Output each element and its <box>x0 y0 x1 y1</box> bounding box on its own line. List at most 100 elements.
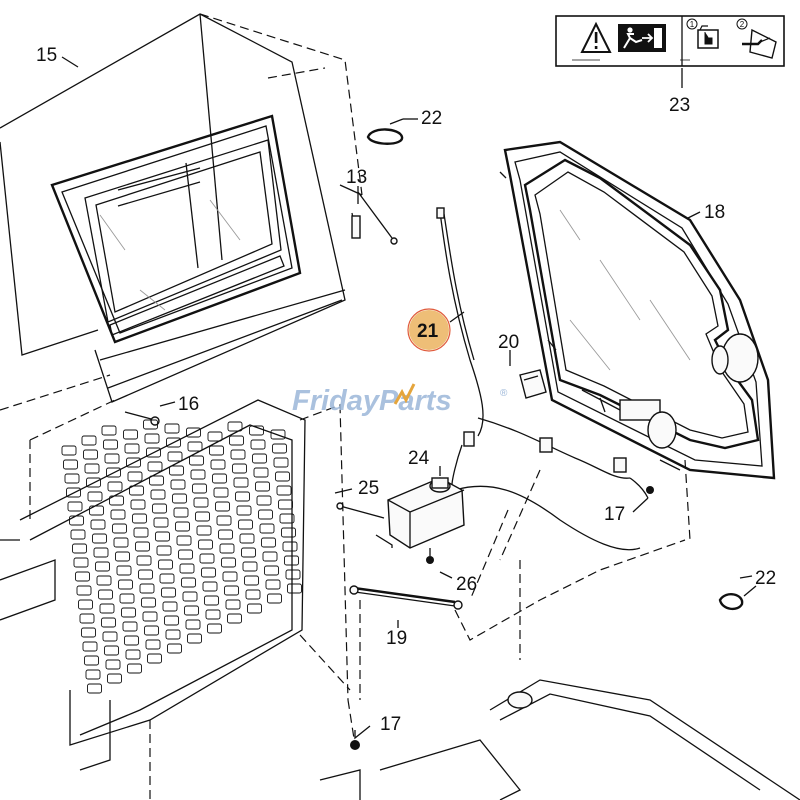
washer-reservoir-part[interactable] <box>375 477 465 549</box>
grille-cell <box>232 463 247 474</box>
grille-cell <box>124 635 139 646</box>
grille-cell <box>155 531 170 542</box>
grille-cell <box>78 599 93 610</box>
callout-18[interactable]: 18 <box>704 202 725 223</box>
grille-cell <box>123 429 138 440</box>
grille-cell <box>139 583 155 594</box>
grille-cell <box>122 621 138 632</box>
grille-cell <box>230 449 246 460</box>
window-push-icon <box>742 28 777 59</box>
grille-cell <box>218 529 233 540</box>
grille-cell <box>250 439 266 450</box>
callout-23[interactable]: 23 <box>669 95 690 116</box>
grille-cell <box>107 481 123 492</box>
callout-17-upper[interactable]: 17 <box>604 504 625 525</box>
clip-part-22-upper[interactable] <box>366 128 404 145</box>
nut-part-26[interactable] <box>426 548 434 564</box>
grille-cell <box>118 579 133 590</box>
callout-24[interactable]: 24 <box>408 448 430 469</box>
grille-cell <box>158 559 173 570</box>
window-release-icon <box>697 25 719 49</box>
grille-cell <box>176 535 192 546</box>
grille-cell <box>233 477 249 488</box>
grille-cell <box>73 557 89 568</box>
grille-cell <box>227 613 242 624</box>
grille-cell <box>84 655 99 666</box>
highlight-marker <box>407 308 451 352</box>
grille-cell <box>259 523 275 534</box>
bolt-part-16[interactable] <box>124 411 160 426</box>
grille-cell <box>267 593 282 604</box>
grille-cell <box>90 519 106 530</box>
grille-cell <box>70 529 86 540</box>
grille-cell <box>87 683 102 694</box>
grille-cell <box>89 505 104 516</box>
bolt-part-25[interactable] <box>336 502 385 519</box>
grille-cell <box>119 593 135 604</box>
window-frame-part[interactable] <box>0 13 398 403</box>
clip-part-22-lower[interactable] <box>718 585 757 611</box>
callout-labels: 15 22 13 23 18 21 20 16 24 25 17 22 26 1… <box>36 45 776 735</box>
wiring-harness-part[interactable] <box>436 207 649 551</box>
grille-cell <box>264 565 279 576</box>
grille-cell <box>152 503 167 514</box>
step-number-1: 1 <box>690 20 695 29</box>
callout-25[interactable]: 25 <box>358 478 379 499</box>
seat-base <box>319 679 800 800</box>
grille-cell <box>132 513 147 524</box>
switch-part[interactable] <box>519 369 547 399</box>
safety-label-part[interactable]: 1 2 <box>555 15 785 67</box>
grille-cell <box>199 553 215 564</box>
gas-strut-part[interactable] <box>349 585 463 610</box>
grille-cell <box>278 499 293 510</box>
grille-cell <box>69 515 84 526</box>
grille-cell <box>126 457 141 468</box>
grille-cell <box>224 585 239 596</box>
grille-cell <box>261 537 276 548</box>
callout-16[interactable]: 16 <box>178 394 199 415</box>
grille-cell <box>241 547 256 558</box>
watermark-accent-icon <box>393 383 416 405</box>
grille-cell <box>66 487 81 498</box>
grille-cell <box>222 571 238 582</box>
grille-cell <box>225 599 241 610</box>
callout-26[interactable]: 26 <box>456 574 477 595</box>
grille-cell <box>104 453 120 464</box>
callout-17-lower[interactable]: 17 <box>380 714 401 735</box>
grille-cell <box>245 589 261 600</box>
grille-cell <box>242 561 258 572</box>
door-frame-part[interactable] <box>499 140 776 480</box>
grille-cell <box>150 489 166 500</box>
callout-20[interactable]: 20 <box>498 332 519 353</box>
grille-cell <box>127 471 143 482</box>
grille-cell <box>76 585 92 596</box>
callout-13[interactable]: 13 <box>346 167 367 188</box>
callout-22-lower[interactable]: 22 <box>755 568 776 589</box>
grille-cell <box>210 459 226 470</box>
grille-cell <box>133 527 149 538</box>
grille-cell <box>104 645 119 656</box>
grille-cell <box>247 603 262 614</box>
warning-triangle-icon <box>580 21 612 53</box>
grille-cell <box>103 439 118 450</box>
grille-cell <box>281 527 296 538</box>
grille-cell <box>253 467 269 478</box>
grille-cell <box>129 485 144 496</box>
grille-cell <box>165 629 181 640</box>
grille-cell <box>81 435 97 446</box>
callout-21[interactable]: 21 <box>417 321 439 342</box>
emergency-exit-icon <box>618 24 666 52</box>
grille-cell <box>153 517 169 528</box>
callout-19[interactable]: 19 <box>386 628 407 649</box>
grille-cell <box>121 607 136 618</box>
grille-cell <box>110 509 126 520</box>
nut-part-17-upper[interactable] <box>646 486 654 494</box>
grille-cell <box>125 649 141 660</box>
grille-cell <box>101 617 116 628</box>
watermark-reg-mark: ® <box>500 388 508 399</box>
callout-15[interactable]: 15 <box>36 45 57 66</box>
grille-cell <box>109 495 124 506</box>
callout-22-upper[interactable]: 22 <box>421 108 442 129</box>
grille-cell <box>170 479 186 490</box>
